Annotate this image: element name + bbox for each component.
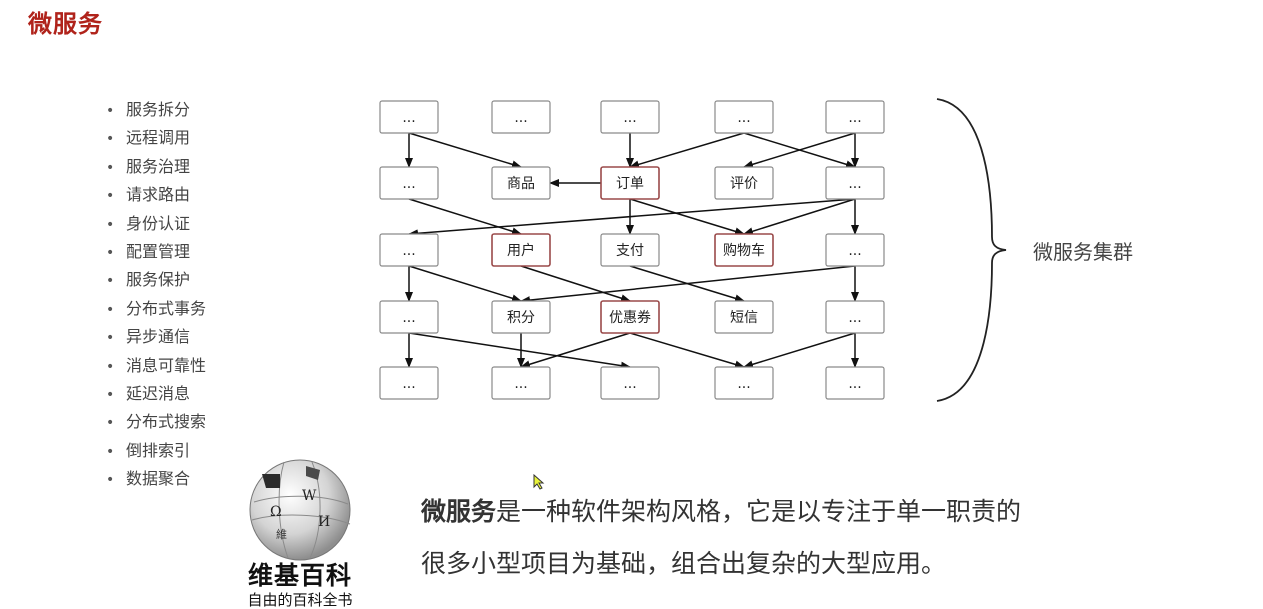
placeholder-service-box: ... bbox=[825, 233, 885, 267]
service-label: ... bbox=[402, 176, 415, 192]
placeholder-service-box: ... bbox=[714, 100, 774, 134]
feature-item: 延迟消息 bbox=[106, 380, 206, 408]
service-label: 支付 bbox=[616, 243, 644, 259]
dependency-arrow bbox=[408, 198, 522, 236]
service-box: 积分 bbox=[491, 300, 551, 334]
feature-list: 服务拆分远程调用服务治理请求路由身份认证配置管理服务保护分布式事务异步通信消息可… bbox=[106, 96, 206, 493]
feature-item: 分布式事务 bbox=[106, 295, 206, 323]
microservice-definition: 微服务是一种软件架构风格，它是以专注于单一职责的 很多小型项目为基础，组合出复杂… bbox=[421, 486, 1141, 590]
feature-item: 请求路由 bbox=[106, 181, 206, 209]
service-label: 优惠券 bbox=[609, 310, 651, 326]
definition-line-2: 很多小型项目为基础，组合出复杂的大型应用。 bbox=[421, 549, 947, 578]
service-label: ... bbox=[623, 110, 636, 126]
service-box: 评价 bbox=[714, 166, 774, 200]
placeholder-service-box: ... bbox=[825, 100, 885, 134]
service-label: ... bbox=[848, 376, 861, 392]
dependency-arrow bbox=[520, 265, 856, 305]
placeholder-service-box: ... bbox=[714, 366, 774, 400]
service-box: 短信 bbox=[714, 300, 774, 334]
wiki-glyph: 維 bbox=[276, 528, 287, 541]
wiki-glyph: Ω bbox=[270, 504, 282, 520]
service-label: ... bbox=[848, 176, 861, 192]
service-label: 订单 bbox=[616, 176, 644, 192]
mouse-cursor-icon bbox=[533, 474, 545, 490]
dependency-arrow bbox=[629, 332, 745, 369]
feature-item: 倒排索引 bbox=[106, 437, 206, 465]
feature-item: 分布式搜索 bbox=[106, 408, 206, 436]
service-label: ... bbox=[402, 376, 415, 392]
service-label: 积分 bbox=[507, 310, 535, 326]
dependency-arrow bbox=[743, 132, 856, 169]
service-label: 评价 bbox=[730, 176, 758, 192]
feature-item: 数据聚合 bbox=[106, 465, 206, 493]
service-label: ... bbox=[514, 110, 527, 126]
feature-item: 身份认证 bbox=[106, 210, 206, 238]
service-label: ... bbox=[737, 376, 750, 392]
wikipedia-tagline: 自由的百科全书 bbox=[247, 591, 353, 609]
placeholder-service-box: ... bbox=[379, 100, 439, 134]
placeholder-service-box: ... bbox=[825, 366, 885, 400]
service-label: ... bbox=[514, 376, 527, 392]
service-label: ... bbox=[848, 310, 861, 326]
service-label: ... bbox=[848, 243, 861, 259]
placeholder-service-box: ... bbox=[600, 366, 660, 400]
service-box: 购物车 bbox=[714, 233, 774, 267]
wikipedia-globe-logo: Ω W И 維 bbox=[249, 459, 351, 561]
service-label: ... bbox=[402, 243, 415, 259]
placeholder-service-box: ... bbox=[379, 233, 439, 267]
page-title: 微服务 bbox=[28, 10, 103, 38]
service-nodes: .................. 商品 订单 评价...... 用户 支付 购物车...… bbox=[379, 100, 885, 400]
feature-item: 消息可靠性 bbox=[106, 352, 206, 380]
service-label: ... bbox=[848, 110, 861, 126]
service-label: ... bbox=[623, 376, 636, 392]
service-label: ... bbox=[402, 310, 415, 326]
service-label: 购物车 bbox=[723, 242, 765, 259]
placeholder-service-box: ... bbox=[491, 366, 551, 400]
service-label: 商品 bbox=[507, 176, 535, 192]
service-box: 支付 bbox=[600, 233, 660, 267]
placeholder-service-box: ... bbox=[379, 300, 439, 334]
dependency-arrow bbox=[629, 132, 745, 169]
feature-item: 远程调用 bbox=[106, 124, 206, 152]
definition-term: 微服务 bbox=[421, 497, 497, 526]
dependency-arrow bbox=[408, 332, 631, 370]
feature-item: 服务治理 bbox=[106, 153, 206, 181]
placeholder-service-box: ... bbox=[379, 166, 439, 200]
service-box: 用户 bbox=[491, 233, 551, 267]
placeholder-service-box: ... bbox=[379, 366, 439, 400]
wikipedia-wordmark: 维基百科 bbox=[247, 561, 352, 590]
placeholder-service-box: ... bbox=[491, 100, 551, 134]
placeholder-service-box: ... bbox=[825, 300, 885, 334]
dependency-arrow bbox=[743, 198, 856, 236]
service-label: 用户 bbox=[507, 242, 535, 259]
dependency-arrow bbox=[408, 132, 522, 169]
cluster-label: 微服务集群 bbox=[1033, 240, 1133, 264]
feature-item: 异步通信 bbox=[106, 323, 206, 351]
dependency-arrows bbox=[405, 132, 859, 370]
feature-item: 配置管理 bbox=[106, 238, 206, 266]
wiki-glyph: И bbox=[318, 514, 330, 530]
service-box: 优惠券 bbox=[600, 300, 660, 334]
dependency-arrow bbox=[408, 198, 856, 238]
dependency-arrow bbox=[629, 198, 745, 236]
dependency-arrow bbox=[520, 265, 631, 303]
cluster-brace bbox=[936, 98, 1007, 402]
service-label: 短信 bbox=[730, 310, 758, 326]
service-box: 订单 bbox=[600, 166, 660, 200]
feature-item: 服务保护 bbox=[106, 266, 206, 294]
service-label: ... bbox=[737, 110, 750, 126]
wiki-glyph: W bbox=[302, 488, 317, 504]
definition-line-1: 是一种软件架构风格，它是以专注于单一职责的 bbox=[496, 497, 1022, 526]
service-label: ... bbox=[402, 110, 415, 126]
placeholder-service-box: ... bbox=[825, 166, 885, 200]
placeholder-service-box: ... bbox=[600, 100, 660, 134]
dependency-arrow bbox=[743, 332, 856, 369]
dependency-arrow bbox=[520, 332, 631, 369]
feature-item: 服务拆分 bbox=[106, 96, 206, 124]
dependency-arrow bbox=[408, 265, 522, 303]
service-box: 商品 bbox=[491, 166, 551, 200]
